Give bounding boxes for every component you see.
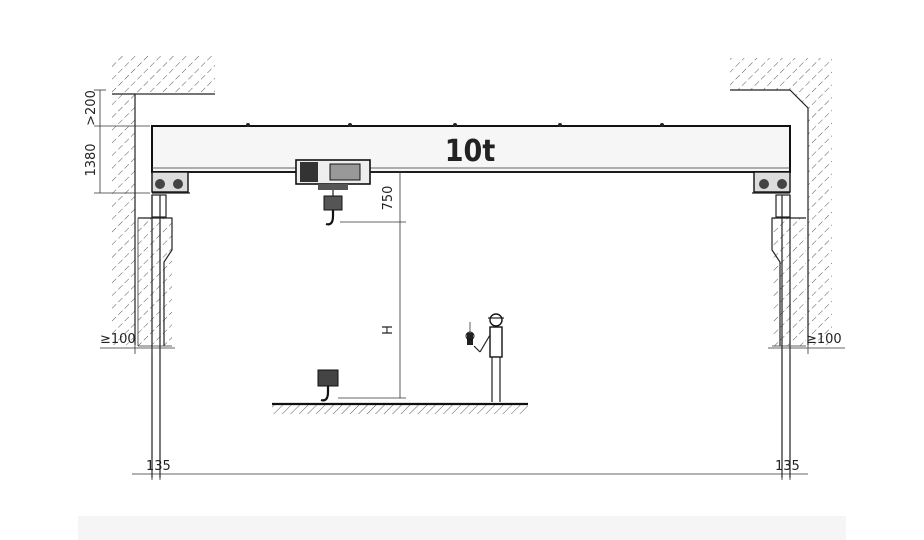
dim-span: 135 135 — [132, 459, 808, 480]
dim-beam-height: 1380 — [84, 126, 150, 194]
dim-beam-height-label: 1380 — [84, 143, 99, 176]
girder-bolts — [246, 123, 664, 127]
dim-wall-gap-right: ≥100 — [768, 332, 845, 354]
bottom-band — [78, 516, 846, 540]
end-carriage-left — [151, 171, 190, 194]
electric-hoist — [295, 159, 371, 200]
main-girder: 10t — [151, 123, 791, 173]
dim-hook-approach: 750 — [340, 171, 406, 223]
right-column — [771, 194, 806, 478]
dim-rail-offset-left-label: 135 — [146, 459, 171, 474]
floor — [272, 402, 528, 414]
dim-wall-gap-left: ≥100 — [100, 332, 175, 354]
dim-wall-gap-left-label: ≥100 — [100, 332, 136, 347]
right-wall — [730, 58, 832, 345]
left-wall — [112, 55, 215, 345]
capacity-label: 10t — [445, 134, 496, 169]
dim-lift-height-label: H — [381, 325, 396, 335]
left-column — [137, 194, 173, 478]
hook-lower — [317, 369, 339, 402]
dim-wall-gap-right-label: ≥100 — [806, 332, 842, 347]
dim-clearance-top: >200 — [84, 89, 150, 127]
hook-upper — [323, 195, 343, 226]
dim-lift-height: H — [338, 222, 406, 399]
operator-figure — [465, 313, 504, 402]
end-carriage-right — [752, 171, 791, 194]
dim-rail-offset-right-label: 135 — [775, 459, 800, 474]
dim-hook-approach-label: 750 — [381, 186, 396, 211]
dim-clearance-top-label: >200 — [84, 90, 99, 126]
